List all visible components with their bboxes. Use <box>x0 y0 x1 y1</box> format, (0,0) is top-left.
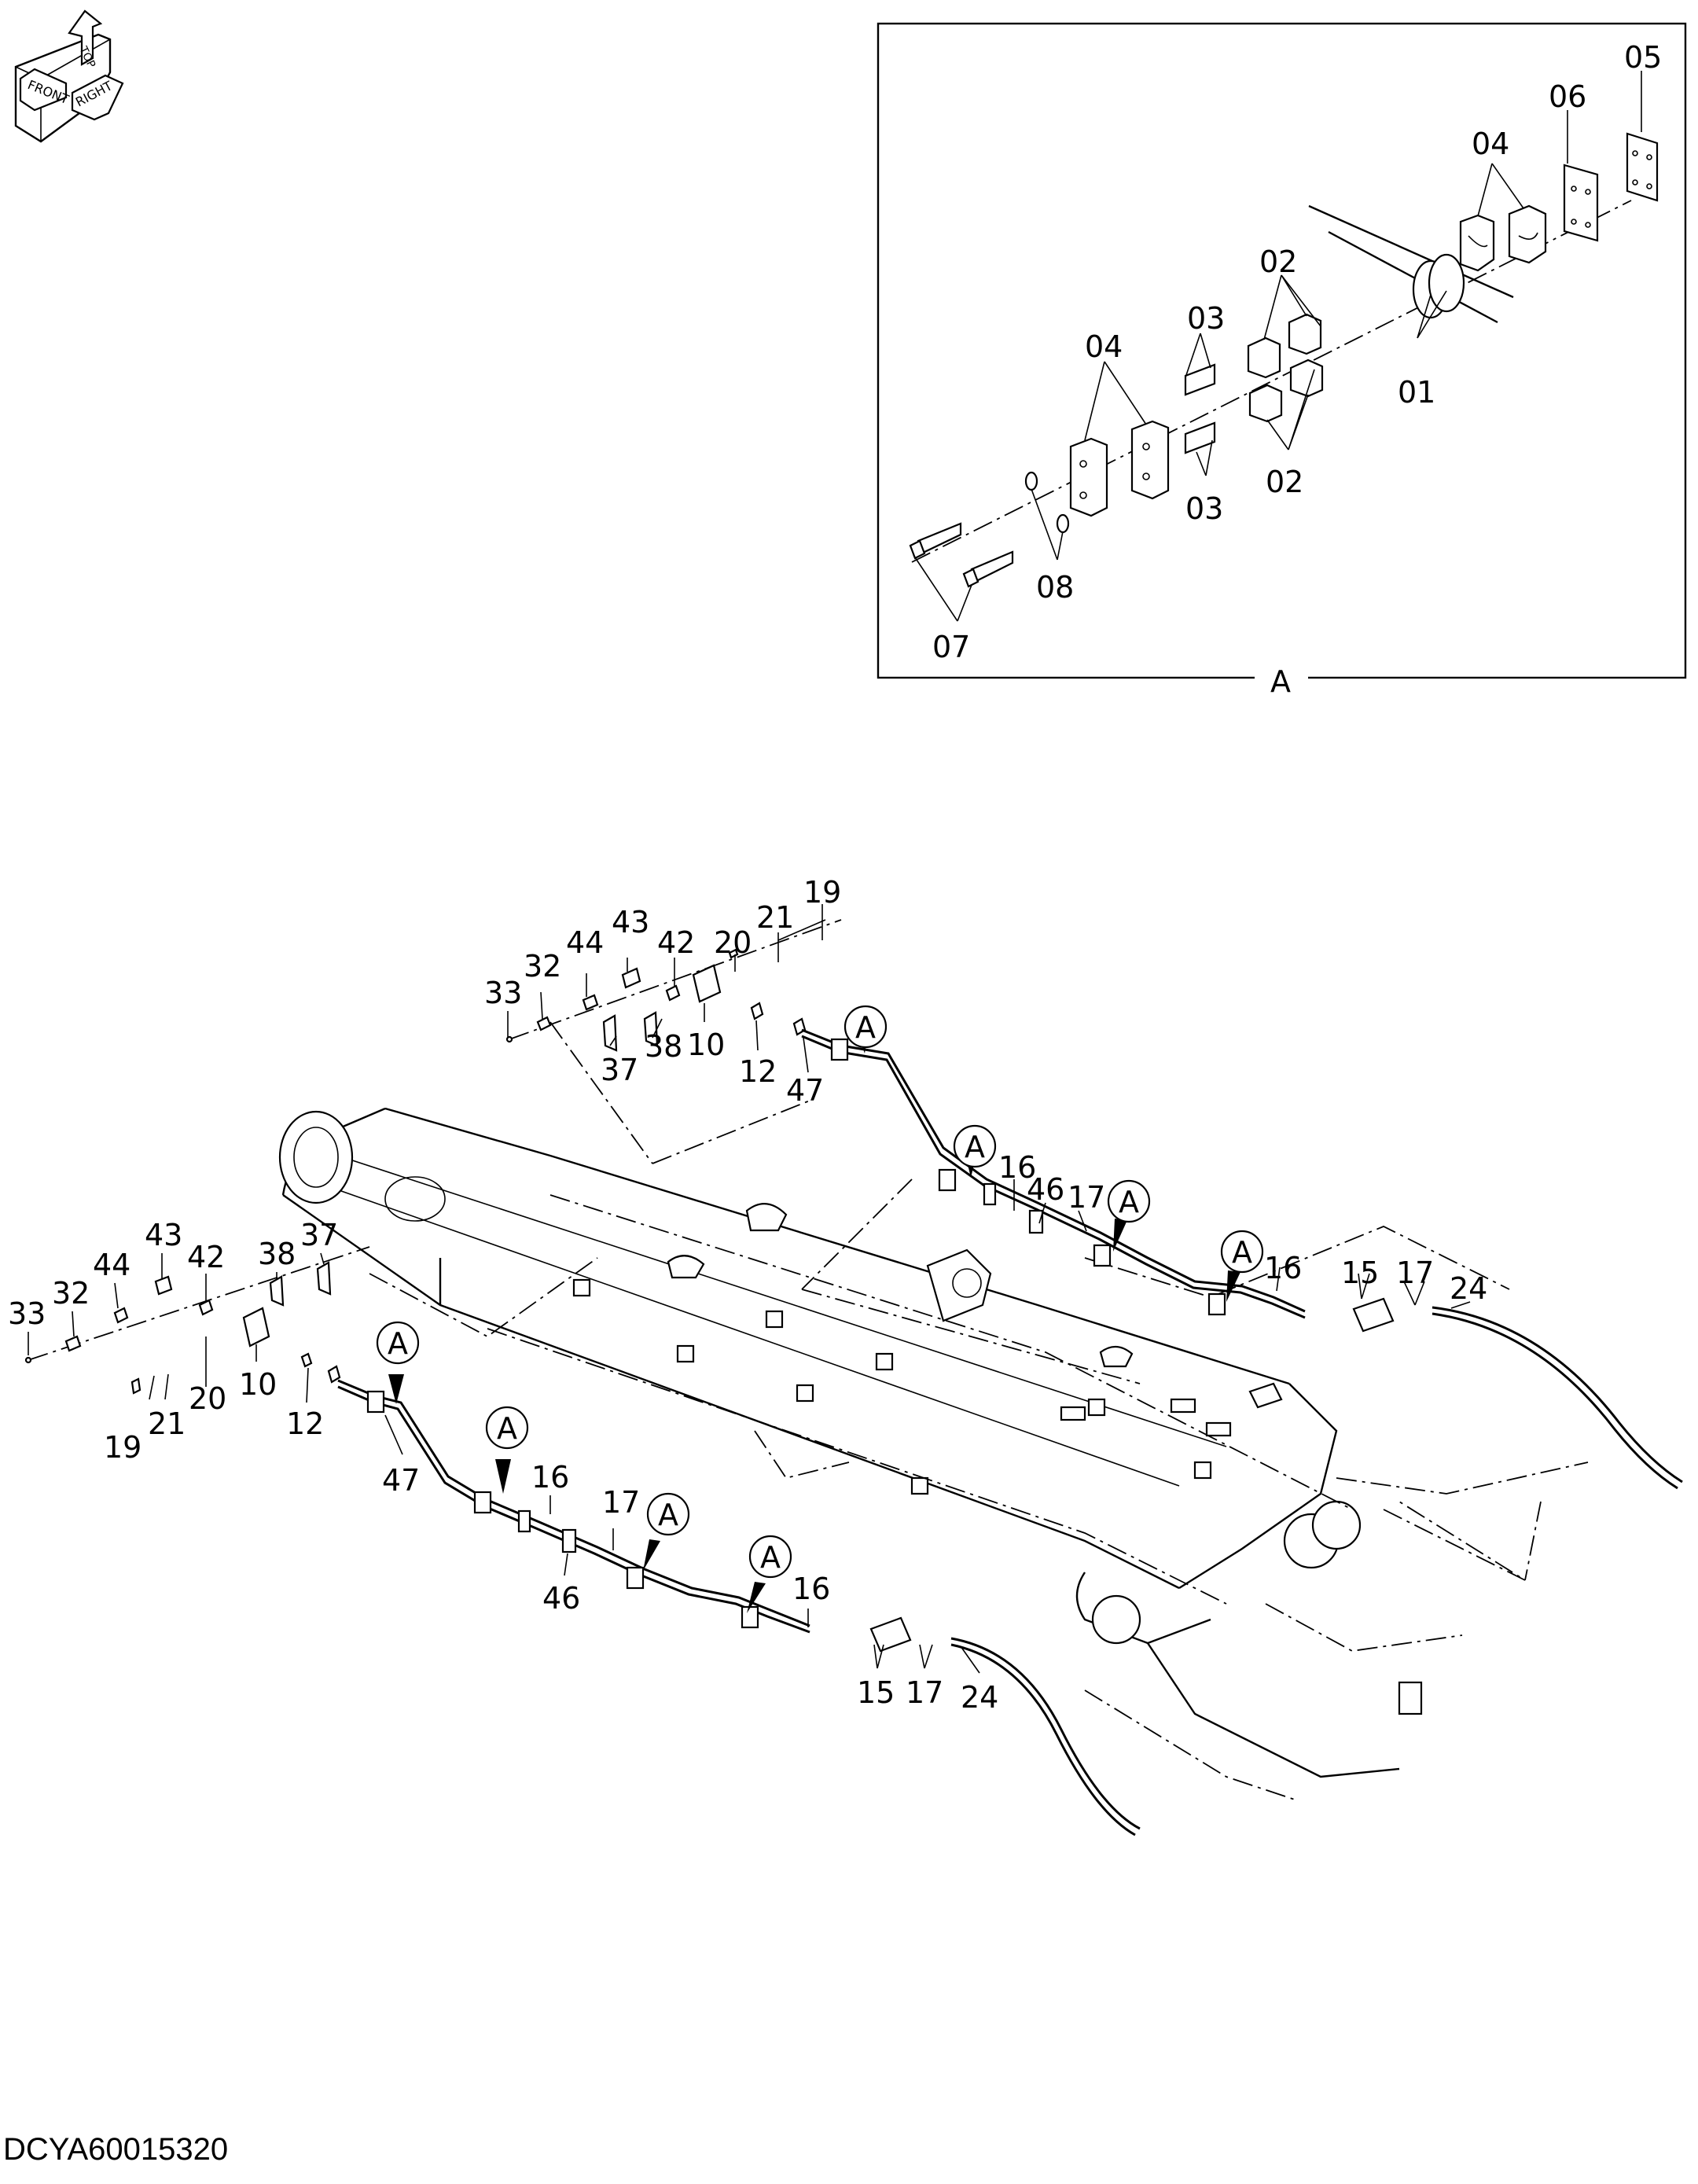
callout-24: 24 <box>961 1680 998 1715</box>
detail-ref-a: A <box>747 1535 792 1613</box>
callout-10: 10 <box>687 1028 725 1062</box>
callout-07: 07 <box>932 630 970 664</box>
lower-line-assembly: A A A A <box>8 1218 1141 1837</box>
callout-12: 12 <box>286 1406 324 1441</box>
callout-02: 02 <box>1266 465 1303 499</box>
callout-37: 37 <box>601 1053 638 1087</box>
svg-text:A: A <box>388 1326 408 1361</box>
detail-ref-a: A <box>485 1406 529 1494</box>
callout-17: 17 <box>1068 1180 1105 1215</box>
callout-47: 47 <box>786 1073 824 1108</box>
callout-04: 04 <box>1085 329 1123 364</box>
boom-structure <box>278 1021 1589 1801</box>
callout-44: 44 <box>566 925 604 960</box>
callout-47: 47 <box>382 1463 420 1498</box>
svg-text:A: A <box>965 1130 985 1164</box>
callout-42: 42 <box>657 925 695 960</box>
callout-24: 24 <box>1450 1271 1487 1306</box>
callout-21: 21 <box>756 900 794 935</box>
callout-17: 17 <box>602 1485 640 1520</box>
svg-text:A: A <box>760 1540 781 1575</box>
callout-12: 12 <box>739 1054 777 1089</box>
callout-46: 46 <box>542 1581 580 1616</box>
callout-20: 20 <box>714 925 752 960</box>
detail-ref-a: A <box>1220 1230 1264 1302</box>
detail-ref-a: A <box>953 1124 997 1178</box>
callout-10: 10 <box>239 1367 277 1402</box>
upper-line-assembly: A A A A <box>484 875 1683 1490</box>
callout-38: 38 <box>645 1029 682 1064</box>
callout-32: 32 <box>524 949 561 984</box>
orientation-icon: TOP FRONT RIGHT <box>14 9 124 143</box>
callout-04: 04 <box>1472 127 1509 161</box>
callout-08: 08 <box>1036 570 1074 605</box>
svg-text:A: A <box>658 1498 678 1532</box>
callout-16: 16 <box>998 1150 1036 1185</box>
callout-43: 43 <box>145 1218 182 1252</box>
callout-03: 03 <box>1187 301 1225 336</box>
callout-15: 15 <box>857 1675 895 1710</box>
svg-text:A: A <box>497 1411 517 1446</box>
callout-43: 43 <box>612 905 649 939</box>
callout-02: 02 <box>1259 245 1297 279</box>
detail-view-a: A <box>877 22 1687 699</box>
callout-21: 21 <box>148 1406 186 1441</box>
callout-42: 42 <box>187 1240 225 1274</box>
drawing-code: DCYA60015320 <box>3 2132 229 2167</box>
detail-ref-a: A <box>1107 1179 1151 1252</box>
svg-text:A: A <box>1119 1185 1139 1219</box>
detail-ref-a: A <box>376 1321 420 1404</box>
callout-17: 17 <box>1396 1256 1434 1290</box>
callout-16: 16 <box>531 1460 569 1495</box>
detail-view-label: A <box>1270 664 1291 699</box>
callout-16: 16 <box>792 1572 830 1606</box>
callout-15: 15 <box>1341 1256 1379 1290</box>
svg-text:A: A <box>855 1010 876 1045</box>
callout-32: 32 <box>52 1276 90 1311</box>
callout-44: 44 <box>93 1248 130 1282</box>
callout-01: 01 <box>1398 375 1435 410</box>
callout-46: 46 <box>1027 1172 1064 1207</box>
callout-03: 03 <box>1185 491 1223 526</box>
callout-19: 19 <box>104 1430 142 1465</box>
callout-37: 37 <box>300 1218 338 1252</box>
callout-38: 38 <box>258 1237 296 1271</box>
callout-33: 33 <box>484 976 522 1010</box>
callout-17: 17 <box>906 1675 943 1710</box>
callout-06: 06 <box>1549 79 1586 114</box>
callout-20: 20 <box>189 1381 226 1416</box>
callout-19: 19 <box>803 875 841 910</box>
callout-33: 33 <box>8 1296 46 1331</box>
detail-ref-a: A <box>843 1005 888 1053</box>
svg-text:A: A <box>1232 1235 1252 1270</box>
detail-ref-a: A <box>643 1492 690 1571</box>
callout-05: 05 <box>1624 40 1662 75</box>
callout-16: 16 <box>1264 1251 1302 1285</box>
